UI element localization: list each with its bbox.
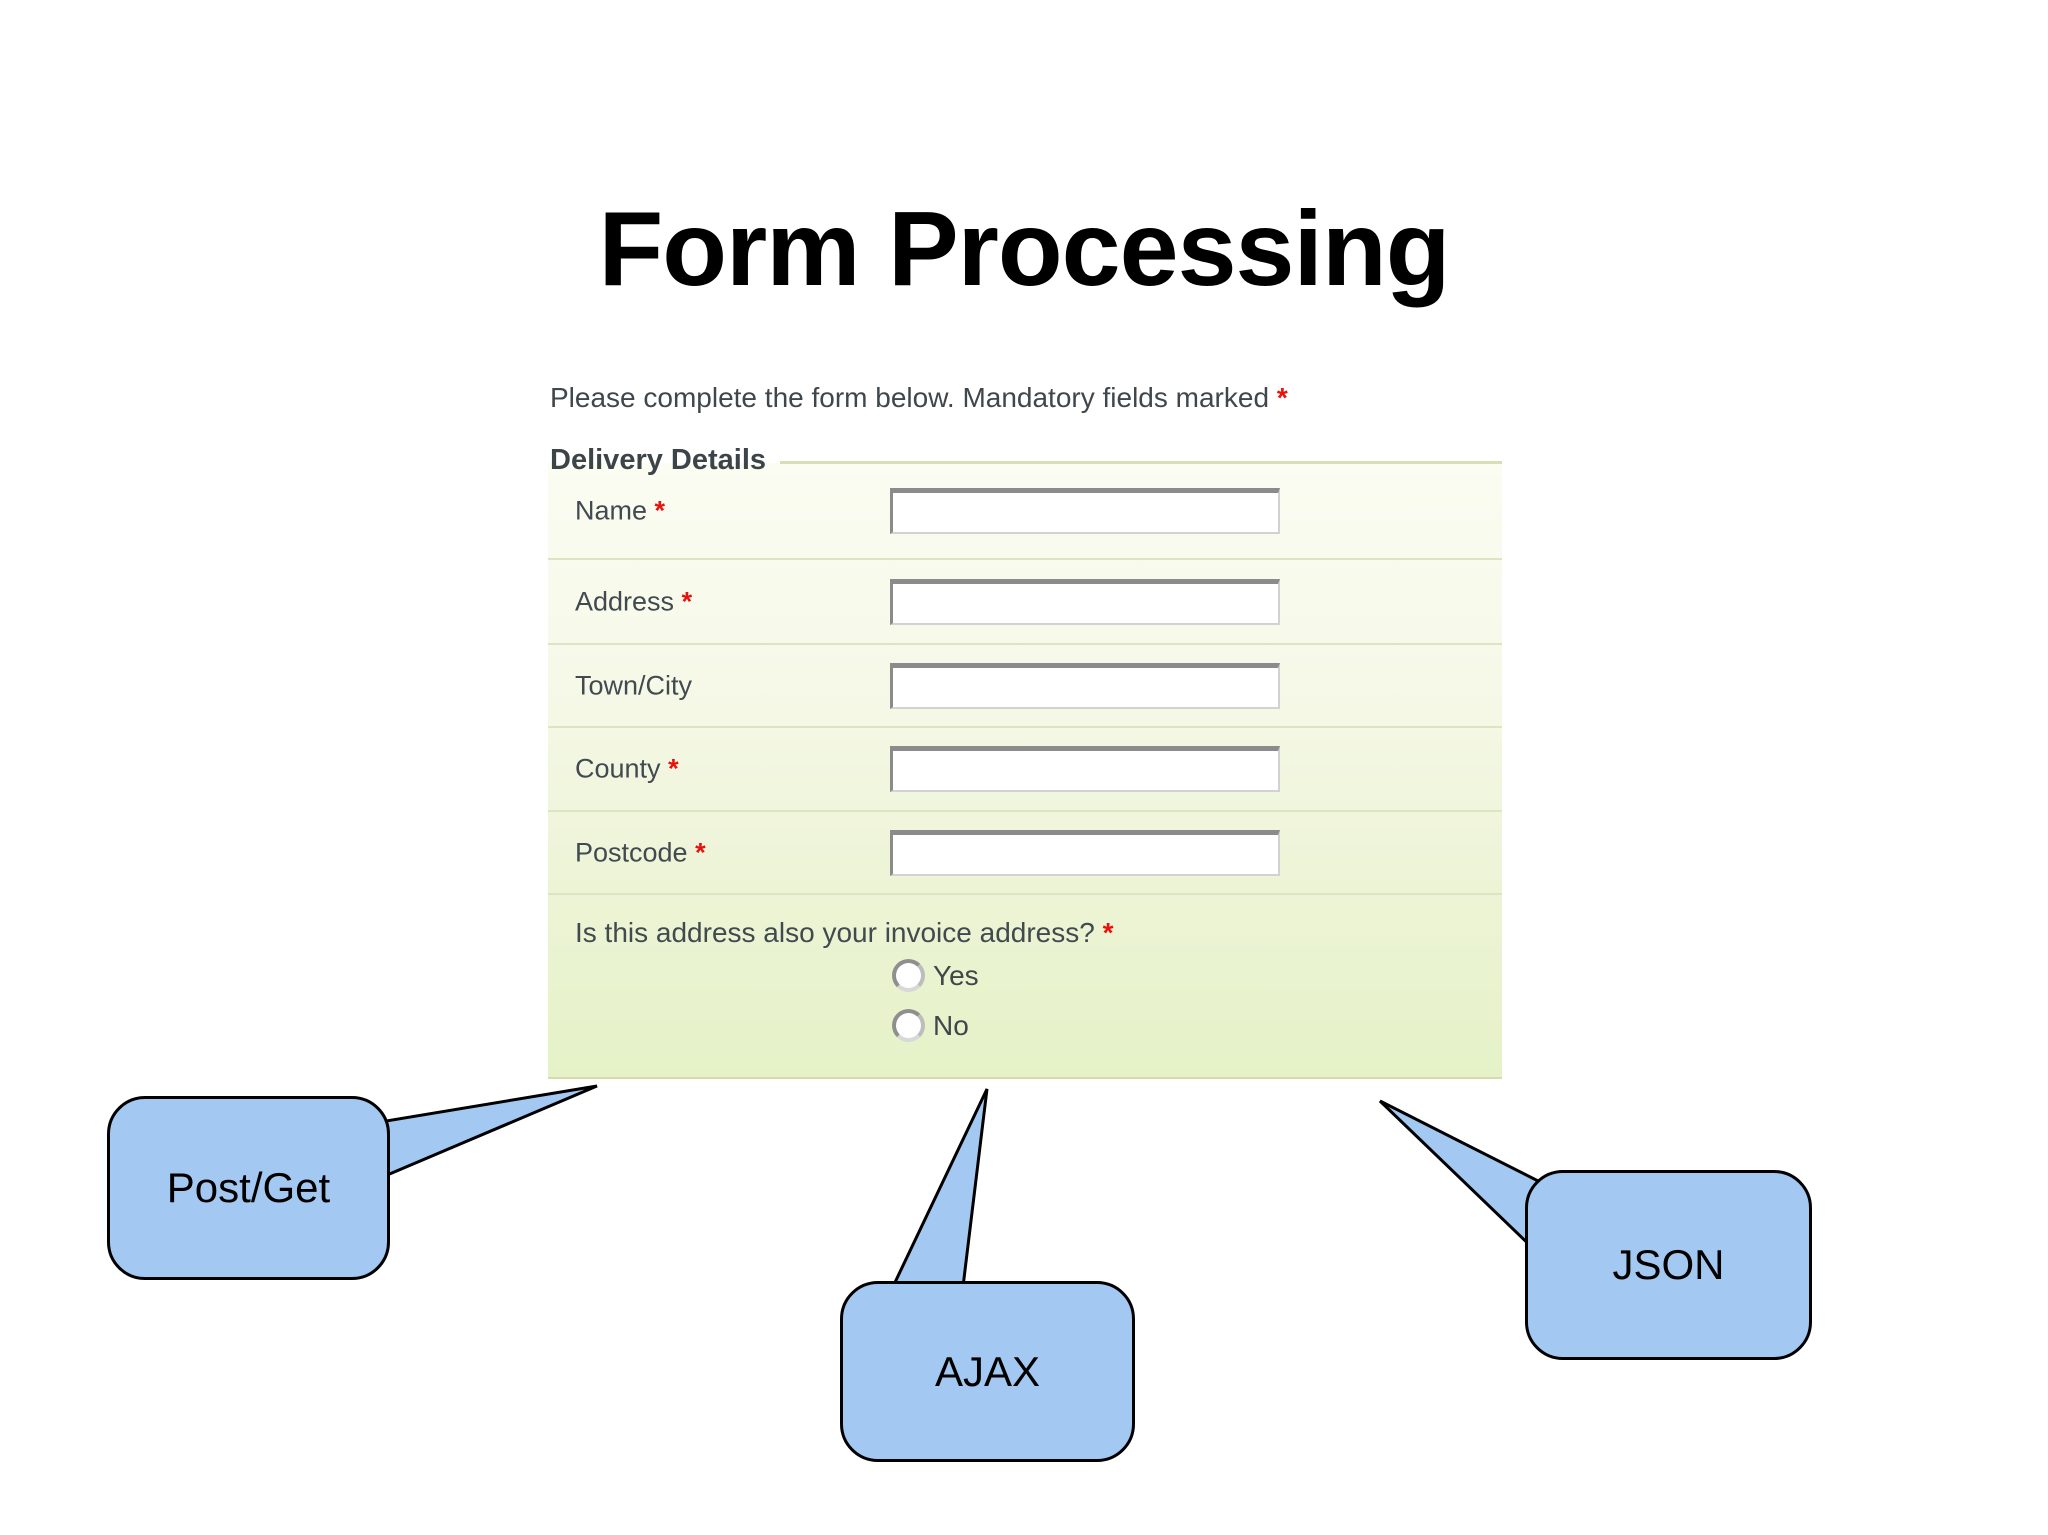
field-label: Town/City [575, 670, 693, 700]
postget-callout-label: Post/Get [166, 1164, 331, 1211]
json-callout-label: JSON [1612, 1241, 1725, 1288]
address-input[interactable] [890, 578, 1280, 625]
invoice-option-yes: Yes [892, 959, 979, 992]
required-asterisk: * [1276, 382, 1288, 413]
required-asterisk: * [687, 837, 706, 867]
form-row: Address * [548, 560, 1502, 645]
required-asterisk: * [674, 586, 693, 616]
field-label: Name * [575, 495, 666, 525]
field-label: County * [575, 753, 679, 784]
ajax-callout-tail [886, 1088, 989, 1297]
delivery-form: Please complete the form below. Mandator… [548, 378, 1502, 1079]
ajax-callout-label: AJAX [934, 1347, 1041, 1395]
fieldset-legend: Delivery Details [550, 444, 767, 476]
invoice-question-label: Is this address also your invoice addres… [575, 917, 1114, 949]
form-intro: Please complete the form below. Mandator… [550, 382, 1288, 414]
invoice-question-text: Is this address also your invoice addres… [575, 917, 1095, 948]
fieldset-legend-row: Delivery Details [550, 444, 1502, 477]
json-callout-bubble: JSON [1525, 1170, 1812, 1360]
field-label: Address * [575, 586, 693, 616]
invoice-question-row: Is this address also your invoice addres… [548, 895, 1502, 1077]
yes-radio-button[interactable] [892, 959, 925, 992]
page-title: Form Processing [598, 190, 1451, 309]
required-asterisk: * [647, 495, 666, 525]
form-row: Town/City [548, 645, 1502, 728]
yes-radio-label: Yes [933, 959, 979, 991]
ajax-callout-bubble: AJAX [840, 1281, 1135, 1462]
form-intro-text: Please complete the form below. Mandator… [550, 382, 1270, 413]
form-row: County * [548, 728, 1502, 812]
form-row: Postcode * [548, 812, 1502, 895]
name-input[interactable] [890, 487, 1280, 534]
field-label: Postcode * [575, 837, 706, 867]
county-input[interactable] [890, 746, 1280, 792]
town-city-input[interactable] [890, 662, 1280, 709]
invoice-option-no: No [892, 1009, 969, 1042]
postcode-input[interactable] [890, 829, 1280, 876]
form-row: Name * [548, 463, 1502, 560]
fieldset-border-line [780, 461, 1502, 464]
no-radio-label: No [933, 1009, 969, 1041]
postget-callout-tail [378, 1084, 598, 1181]
postget-callout-bubble: Post/Get [107, 1096, 390, 1280]
required-asterisk: * [660, 753, 679, 784]
json-callout-tail [1378, 1099, 1550, 1259]
no-radio-button[interactable] [892, 1009, 925, 1042]
required-asterisk: * [1102, 917, 1114, 948]
